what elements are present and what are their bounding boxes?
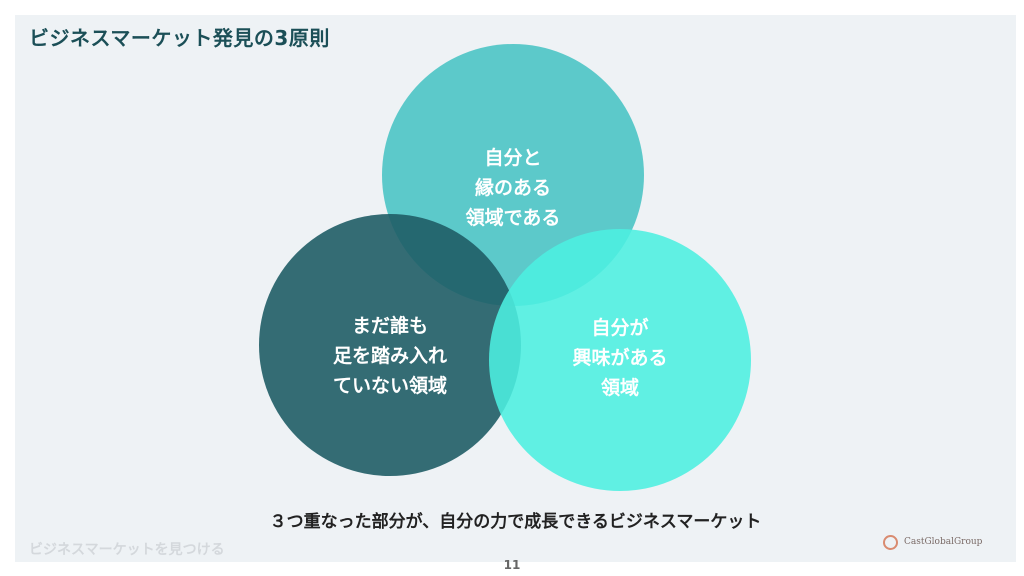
footer-section-title: ビジネスマーケットを見つける bbox=[29, 542, 225, 558]
circle-left-line-1: まだ誰も bbox=[351, 315, 428, 337]
circle-left-line-2: 足を踏み入れ bbox=[332, 345, 447, 367]
circle-right-line-3: 領域 bbox=[600, 377, 639, 399]
circle-right-label: 自分が 興味がある 領域 bbox=[520, 313, 720, 403]
ring-logo-icon bbox=[883, 534, 898, 550]
page-number: 11 bbox=[503, 558, 521, 572]
circle-left-line-3: ていない領域 bbox=[332, 375, 447, 397]
company-logo: CastGlobalGroup bbox=[883, 531, 982, 553]
circle-right-line-1: 自分が bbox=[591, 317, 649, 339]
circle-top-line-1: 自分と bbox=[484, 147, 542, 169]
circle-top-line-3: 領域である bbox=[465, 207, 561, 229]
circle-top-line-2: 縁のある bbox=[474, 177, 551, 199]
venn-diagram bbox=[259, 44, 751, 491]
circle-right bbox=[489, 229, 751, 491]
caption: ３つ重なった部分が、自分の力で成長できるビジネスマーケット bbox=[269, 512, 762, 532]
circle-left-label: まだ誰も 足を踏み入れ ていない領域 bbox=[290, 311, 490, 401]
logo-text: CastGlobalGroup bbox=[904, 537, 983, 547]
slide: ビジネスマーケット発見の3原則 自分と 縁のある 領域である まだ誰も 足を踏み… bbox=[15, 15, 1016, 562]
circle-right-line-2: 興味がある bbox=[572, 347, 668, 369]
circle-top-label: 自分と 縁のある 領域である bbox=[413, 143, 613, 233]
slide-title: ビジネスマーケット発見の3原則 bbox=[29, 26, 330, 50]
circle-left bbox=[259, 214, 521, 476]
